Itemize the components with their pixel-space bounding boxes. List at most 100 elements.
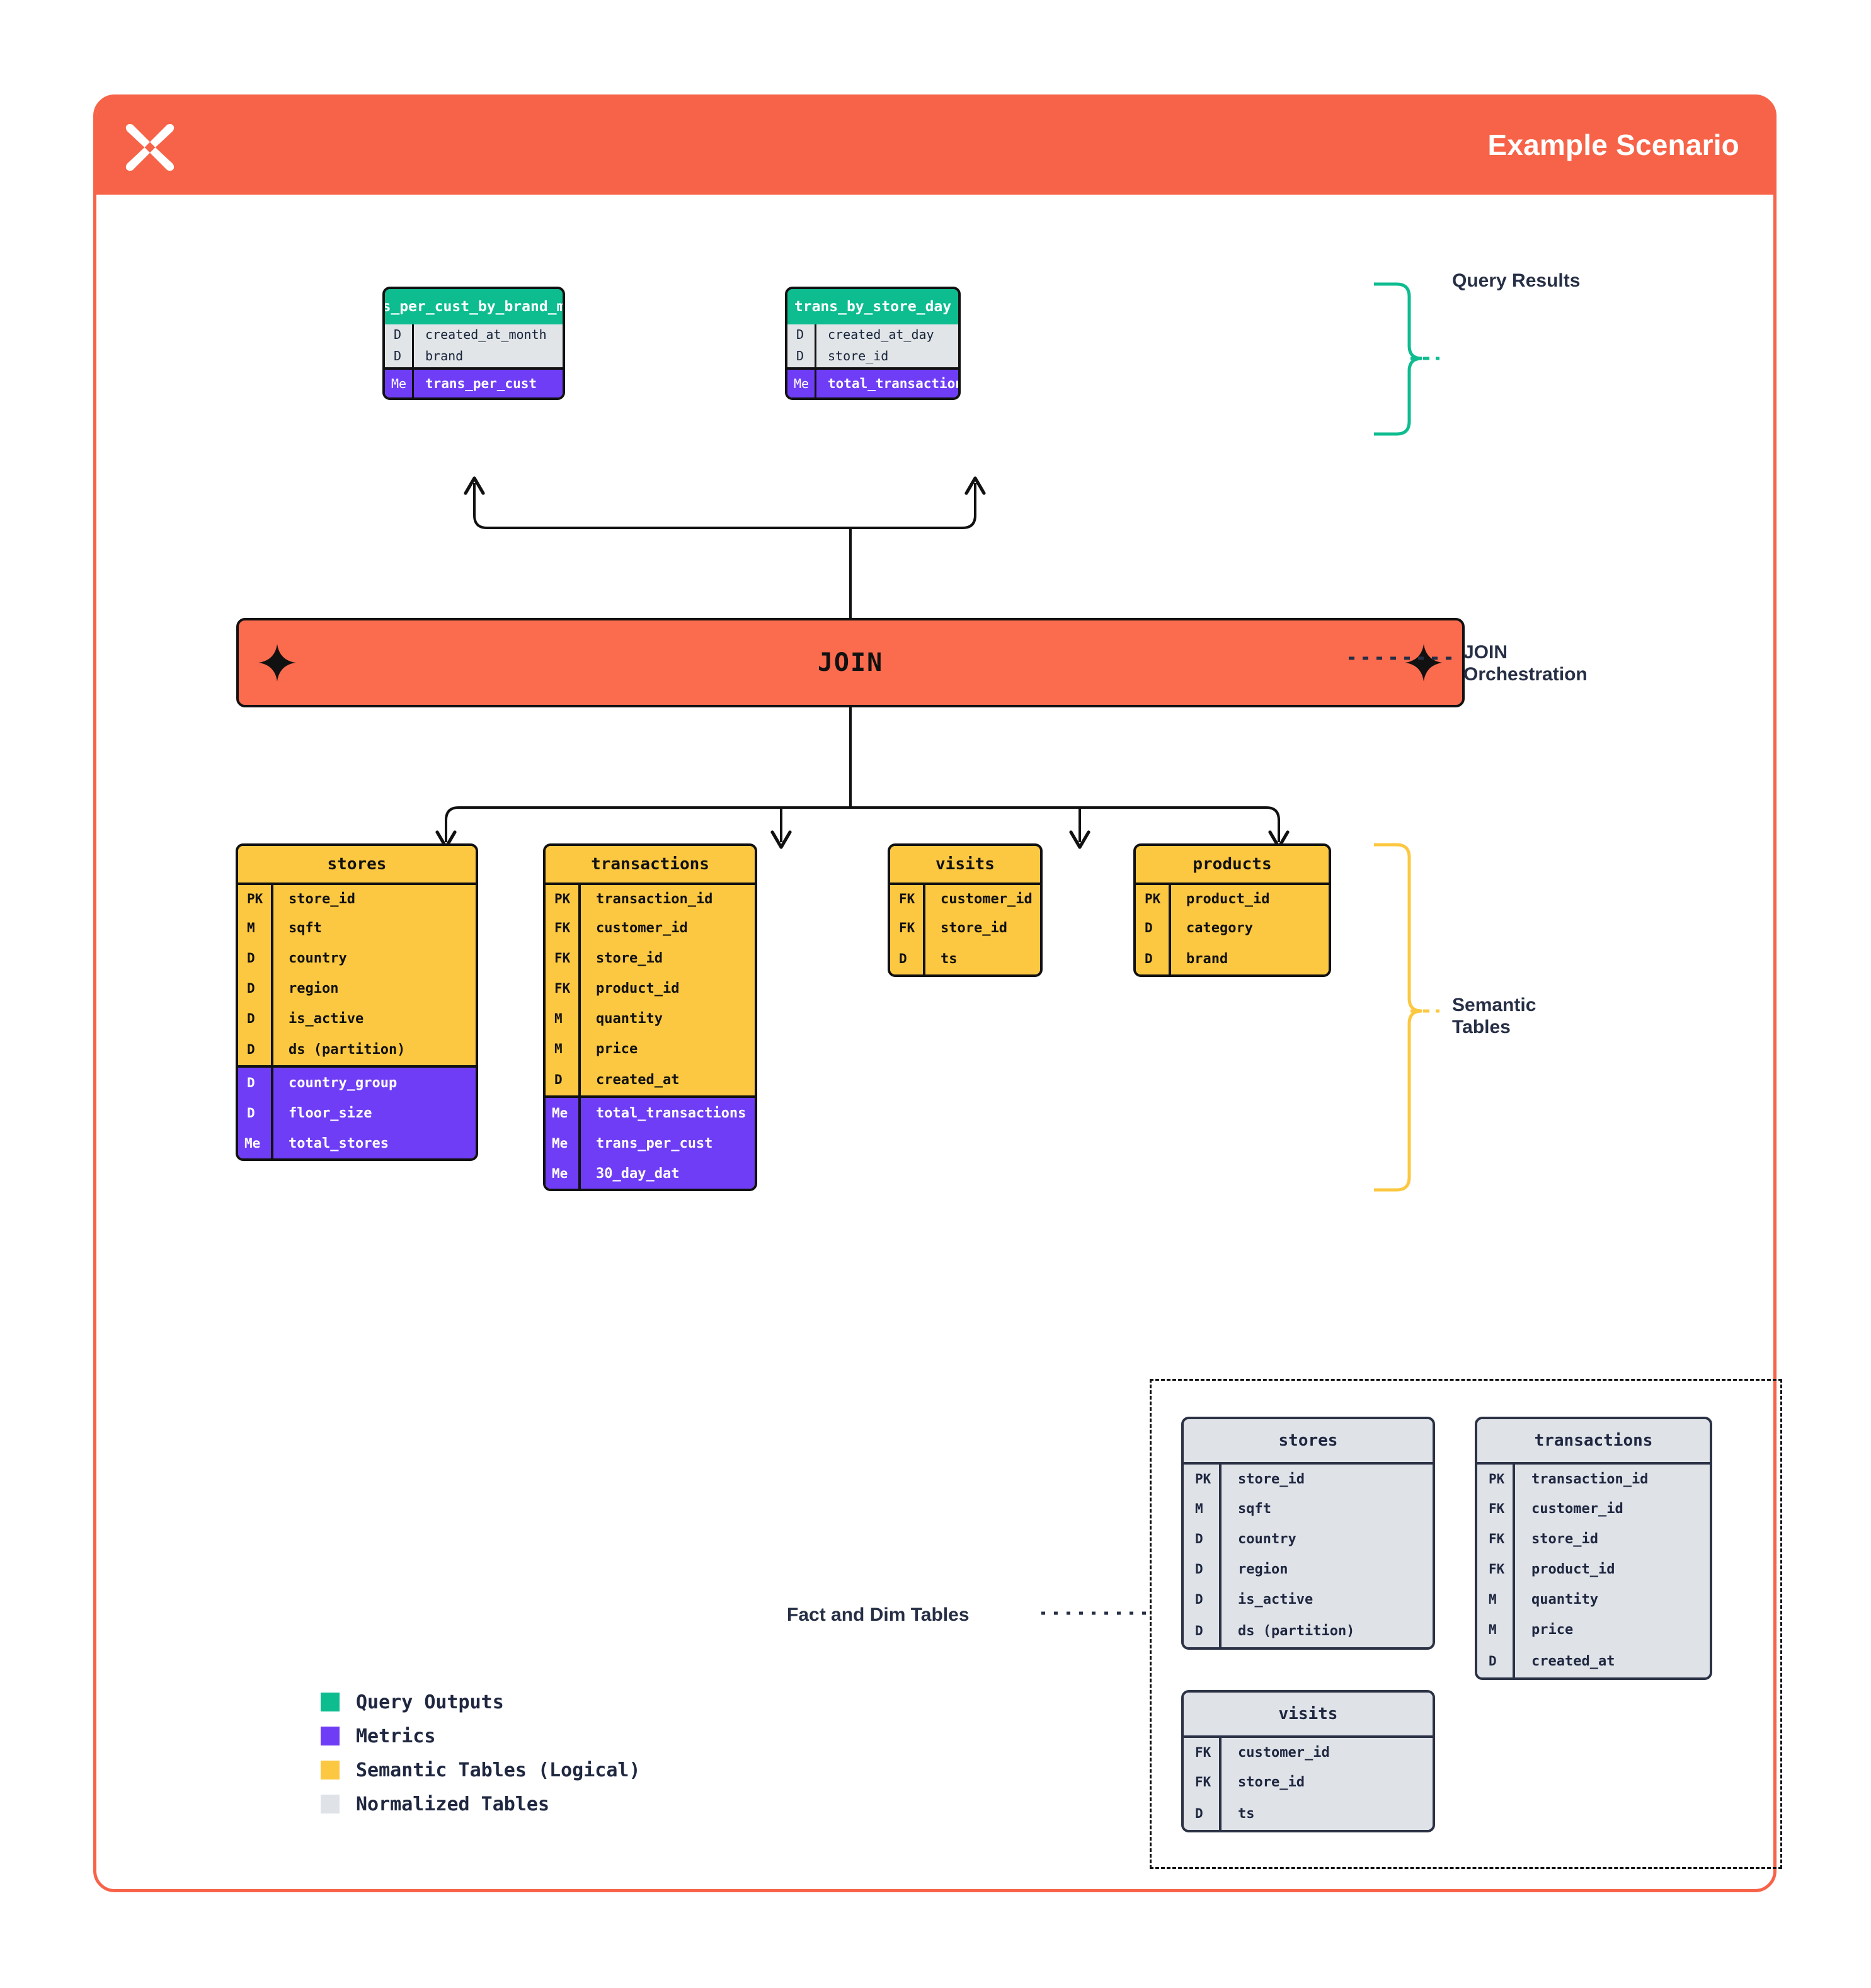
row-field: created_at_day	[828, 327, 934, 342]
row-tag: D	[238, 1098, 273, 1128]
row-tag: Me	[385, 370, 414, 397]
annotation-label-line2: Tables	[1452, 1016, 1511, 1037]
row-field: is_active	[289, 1010, 364, 1027]
legend-item: Semantic Tables (Logical)	[321, 1753, 641, 1787]
row-tag: FK	[1184, 1767, 1222, 1797]
legend-label: Normalized Tables	[356, 1793, 550, 1815]
row-tag: FK	[546, 943, 581, 973]
row-field: ds (partition)	[1238, 1623, 1355, 1639]
row-field: customer_id	[941, 891, 1033, 907]
row-field: trans_per_cust	[425, 376, 537, 391]
row-tag: PK	[1477, 1465, 1515, 1494]
row-field: brand	[425, 348, 464, 363]
row-field: region	[1238, 1561, 1288, 1577]
row-tag: FK	[1477, 1494, 1515, 1524]
row-tag: FK	[890, 885, 925, 913]
card-header: Example Scenario	[96, 98, 1773, 195]
legend-swatch-metrics	[321, 1727, 340, 1745]
row-field: category	[1186, 920, 1253, 936]
row-tag: D	[1184, 1797, 1222, 1830]
row-field: transaction_id	[596, 891, 713, 907]
diagram-card: Example Scenario trans_per_cust_by_brand…	[93, 94, 1782, 1892]
query-result-table-trans-per-cust-by-brand-month[interactable]: trans_per_cust_by_brand_month D created_…	[382, 287, 565, 400]
table-row: Me trans_per_cust	[385, 370, 563, 397]
row-tag: D	[238, 1034, 273, 1065]
row-field: country_group	[289, 1075, 398, 1091]
row-tag: D	[1184, 1524, 1222, 1554]
row-tag: Me	[787, 370, 816, 397]
row-field: product_id	[596, 980, 680, 997]
row-tag: D	[1136, 913, 1171, 943]
join-orchestration-bar[interactable]: JOIN	[236, 618, 1465, 707]
row-tag: PK	[1136, 885, 1171, 913]
four-point-star-icon	[258, 644, 296, 682]
row-tag: FK	[546, 973, 581, 1003]
row-field: total_transactions	[828, 376, 961, 391]
row-tag: D	[1136, 943, 1171, 974]
legend-item: Normalized Tables	[321, 1787, 641, 1821]
row-tag: PK	[546, 885, 581, 913]
row-field: store_id	[596, 950, 663, 966]
row-field: quantity	[1531, 1591, 1598, 1608]
row-tag: M	[1477, 1614, 1515, 1645]
x-star-logo-icon	[125, 123, 175, 171]
row-field: created_at_month	[425, 327, 547, 342]
row-tag: D	[385, 345, 414, 367]
row-tag: M	[546, 1034, 581, 1064]
annotation-label: Fact and Dim Tables	[787, 1604, 970, 1625]
row-tag: D	[787, 324, 816, 345]
fact-dim-leader	[1041, 1611, 1150, 1615]
row-field: ts	[941, 951, 958, 967]
row-tag: D	[238, 973, 273, 1003]
row-field: region	[289, 980, 339, 997]
table-row: PK transaction_id	[1477, 1465, 1710, 1494]
row-field: store_id	[941, 920, 1007, 936]
dimension-section: D created_at_month D brand	[385, 324, 563, 367]
query-result-table-trans-by-store-day[interactable]: trans_by_store_day D created_at_day D st…	[785, 287, 961, 400]
row-field: country	[1238, 1531, 1296, 1547]
legend-label: Query Outputs	[356, 1691, 504, 1713]
table-row: D store_id	[787, 345, 958, 367]
row-field: sqft	[1238, 1500, 1271, 1517]
row-field: created_at	[1531, 1653, 1615, 1669]
row-field: product_id	[1186, 891, 1270, 907]
row-tag: D	[546, 1064, 581, 1095]
row-tag: Me	[546, 1158, 581, 1189]
join-annotation-leader	[1349, 656, 1453, 660]
legend-swatch-semantic-tables	[321, 1761, 340, 1779]
row-field: brand	[1186, 951, 1228, 967]
row-tag: D	[238, 943, 273, 973]
annotation-join-orchestration: JOIN Orchestration	[1463, 642, 1588, 685]
table-title: stores	[238, 846, 476, 885]
row-field: transaction_id	[1531, 1471, 1649, 1487]
table-row: FK product_id	[546, 973, 755, 1003]
annotation-label: Query Results	[1452, 270, 1581, 291]
legend-swatch-query-outputs	[321, 1693, 340, 1711]
row-field: country	[289, 950, 347, 966]
